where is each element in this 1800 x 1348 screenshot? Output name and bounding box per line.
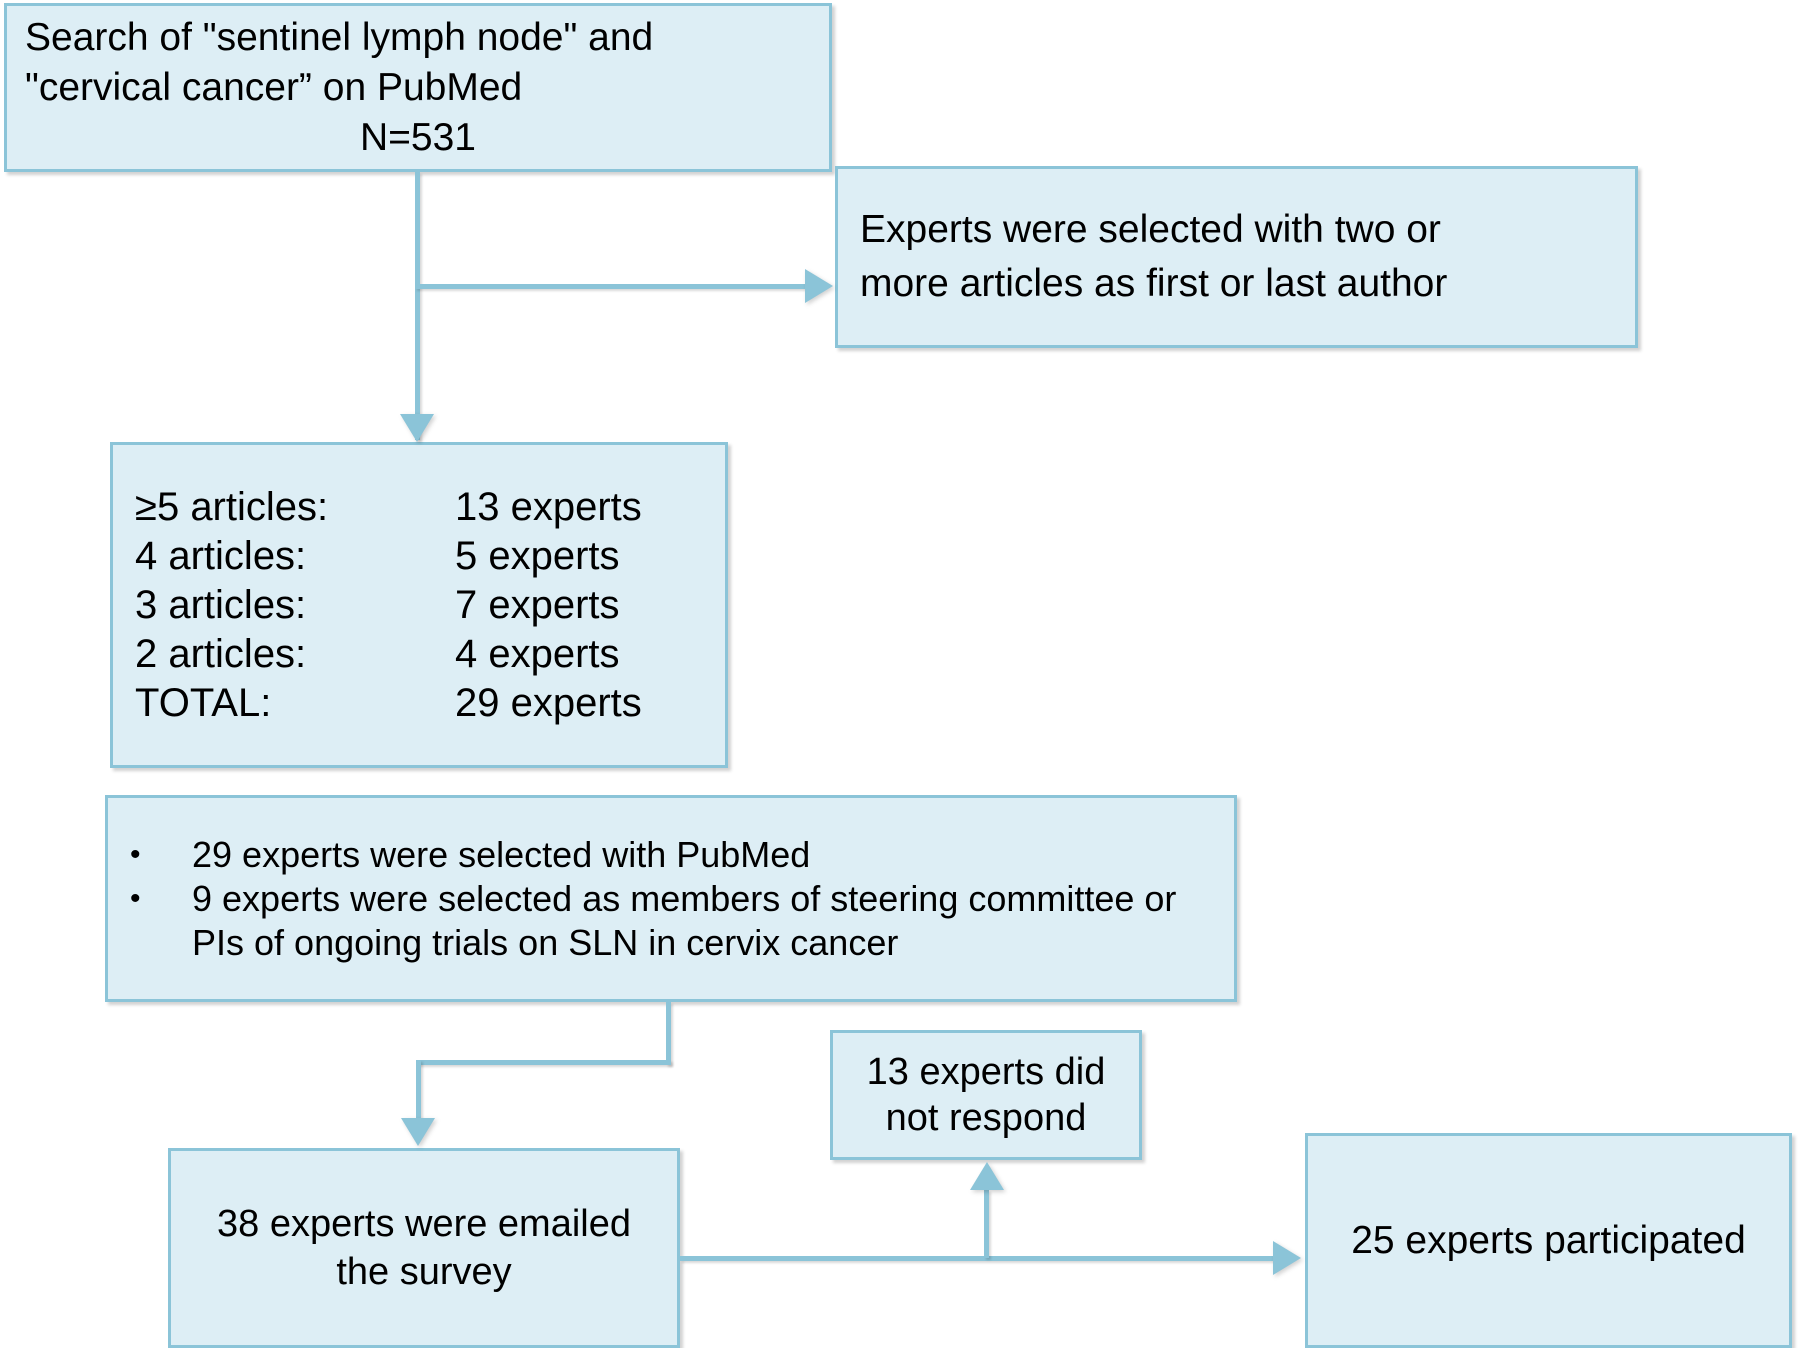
box-experts-did-not-respond: 13 experts did not respond (830, 1030, 1142, 1160)
connector-search-to-counts-trunk (415, 172, 420, 440)
arrowhead-to-emailed (401, 1118, 435, 1146)
emailed-line-2: the survey (336, 1251, 512, 1293)
criteria-line-2: more articles as first or last author (860, 262, 1448, 305)
box-article-counts: ≥5 articles: 13 experts 4 articles: 5 ex… (110, 442, 728, 768)
counts-value: 29 experts (455, 680, 642, 725)
counts-row-total: TOTAL: 29 experts (135, 679, 725, 728)
counts-label: ≥5 articles: (135, 484, 329, 529)
bullet-icon: • (130, 837, 141, 871)
counts-row: 4 articles: 5 experts (135, 532, 725, 581)
counts-row: 3 articles: 7 experts (135, 581, 725, 630)
list-item: • 29 experts were selected with PubMed (130, 833, 1234, 877)
box-pubmed-search: Search of "sentinel lymph node" and "cer… (4, 3, 832, 172)
connector-bullets-down (666, 1002, 671, 1065)
bullet-text: 29 experts were selected with PubMed (192, 833, 811, 875)
counts-label: 3 articles: (135, 582, 307, 627)
no-respond-line-1: 13 experts did (866, 1051, 1106, 1093)
counts-value: 13 experts (455, 484, 642, 529)
counts-label: 4 articles: (135, 533, 307, 578)
arrowhead-to-no-respond (970, 1162, 1004, 1190)
participated-line-1: 25 experts participated (1351, 1218, 1746, 1262)
search-line-2: "cervical cancer” on PubMed (25, 65, 523, 109)
connector-to-no-respond (984, 1190, 989, 1258)
bullet-text: 9 experts were selected as members of st… (192, 877, 1177, 963)
connector-emailed-to-participated (680, 1256, 1275, 1261)
criteria-line-1: Experts were selected with two or (860, 208, 1441, 251)
connector-bullets-to-emailed (416, 1060, 421, 1124)
counts-value: 7 experts (455, 582, 620, 627)
arrowhead-to-participated (1273, 1241, 1301, 1275)
counts-label: TOTAL: (135, 680, 272, 725)
box-experts-participated: 25 experts participated (1305, 1133, 1792, 1348)
connector-bullets-left (416, 1060, 671, 1065)
arrowhead-to-criteria (805, 269, 833, 303)
bullet-icon: • (130, 881, 141, 915)
connector-search-to-criteria (415, 284, 807, 289)
box-expert-sources: • 29 experts were selected with PubMed •… (105, 795, 1237, 1002)
no-respond-line-2: not respond (885, 1097, 1087, 1139)
search-line-1: Search of "sentinel lymph node" and (25, 15, 654, 59)
search-line-3-count: N=531 (359, 115, 476, 159)
counts-row: 2 articles: 4 experts (135, 630, 725, 679)
counts-value: 5 experts (455, 533, 620, 578)
emailed-line-1: 38 experts were emailed (217, 1203, 631, 1245)
counts-row: ≥5 articles: 13 experts (135, 483, 725, 532)
counts-value: 4 experts (455, 631, 620, 676)
box-expert-selection-criteria: Experts were selected with two or more a… (835, 166, 1638, 348)
list-item: • 9 experts were selected as members of … (130, 877, 1234, 965)
arrowhead-to-counts (400, 414, 434, 442)
box-experts-emailed-survey: 38 experts were emailed the survey (168, 1148, 680, 1348)
counts-label: 2 articles: (135, 631, 307, 676)
